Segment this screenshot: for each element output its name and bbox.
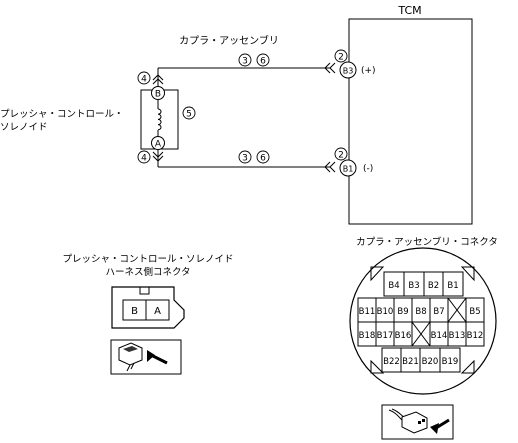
pin-cell-b9: B9 bbox=[397, 307, 408, 317]
pin-cell-b17: B17 bbox=[377, 331, 394, 341]
harness-title-line1: プレッシャ・コントロール・ソレノイド bbox=[62, 254, 233, 265]
svg-text:B3: B3 bbox=[343, 67, 354, 76]
pin-cell-b11: B11 bbox=[359, 307, 376, 317]
pin-cell-b2: B2 bbox=[428, 281, 439, 291]
svg-text:2: 2 bbox=[338, 53, 344, 63]
coil-icon bbox=[157, 108, 162, 131]
pin-cell-b20: B20 bbox=[422, 357, 439, 367]
pin-cell-b7: B7 bbox=[433, 307, 444, 317]
pin-b3: B3 bbox=[339, 61, 357, 79]
svg-text:2: 2 bbox=[338, 151, 344, 161]
pin-cell-b21: B21 bbox=[402, 357, 419, 367]
solenoid-label-line1: プレッシャ・コントロール・ bbox=[0, 109, 124, 120]
solenoid-label-line2: ソレノイド bbox=[0, 122, 48, 133]
pin-b1: B1 bbox=[339, 159, 357, 177]
svg-text:3: 3 bbox=[242, 154, 248, 164]
svg-text:B1: B1 bbox=[343, 165, 354, 174]
terminal-chevron-sol-top-icon bbox=[152, 74, 164, 85]
terminal-chevron-b3-icon bbox=[324, 62, 336, 74]
pin-cell-b10: B10 bbox=[377, 307, 394, 317]
marker-6-top: 6 bbox=[256, 53, 270, 67]
svg-text:3: 3 bbox=[242, 57, 248, 67]
marker-4-top: 4 bbox=[137, 71, 151, 85]
svg-text:B: B bbox=[155, 90, 161, 100]
marker-2-top: 2 bbox=[334, 49, 348, 63]
terminal-chevron-sol-bottom-icon bbox=[152, 151, 164, 162]
tcm-title: TCM bbox=[397, 4, 421, 17]
harness-connector: B A bbox=[111, 286, 185, 329]
polarity-plus: (+) bbox=[361, 66, 376, 76]
pin-cell-b3: B3 bbox=[408, 281, 419, 291]
pin-cell-b18: B18 bbox=[359, 331, 376, 341]
polarity-minus: (-) bbox=[363, 164, 373, 174]
coupler-connector-illustration-icon bbox=[381, 404, 454, 440]
pin-cell-b22: B22 bbox=[383, 357, 400, 367]
svg-text:6: 6 bbox=[260, 57, 266, 67]
pin-cell-b12: B12 bbox=[467, 331, 484, 341]
svg-text:6: 6 bbox=[260, 154, 266, 164]
pin-cell-b19: B19 bbox=[442, 357, 459, 367]
svg-text:5: 5 bbox=[186, 110, 192, 120]
pin-cell-b14: B14 bbox=[431, 331, 448, 341]
svg-text:4: 4 bbox=[141, 154, 147, 164]
svg-text:A: A bbox=[155, 140, 162, 150]
harness-title-line2: ハーネス側コネクタ bbox=[105, 266, 190, 278]
terminal-a: A bbox=[151, 136, 165, 150]
harness-cell-a: A bbox=[154, 306, 161, 317]
terminal-b: B bbox=[151, 86, 165, 100]
harness-connector-illustration-icon bbox=[110, 339, 182, 375]
marker-3-top: 3 bbox=[238, 53, 252, 67]
pin-cell-b16: B16 bbox=[395, 331, 412, 341]
marker-5: 5 bbox=[182, 106, 196, 120]
coupler-connector: B4 B3 B2 B1 B11 B10 B9 B8 B7 B5 B18 B17 … bbox=[349, 247, 497, 395]
marker-3-bottom: 3 bbox=[238, 150, 252, 164]
coupler-connector-title: カプラ・アッセンブリ・コネクタ bbox=[356, 236, 498, 248]
coupler-label: カプラ・アッセンブリ bbox=[179, 34, 279, 47]
pin-cell-b13: B13 bbox=[449, 331, 466, 341]
pin-cell-b5: B5 bbox=[469, 307, 480, 317]
pin-cell-b1: B1 bbox=[447, 281, 458, 291]
marker-6-bottom: 6 bbox=[256, 150, 270, 164]
terminal-chevron-b1-icon bbox=[324, 161, 336, 173]
marker-2-bottom: 2 bbox=[334, 147, 348, 161]
tcm-box bbox=[348, 18, 473, 225]
marker-4-bottom: 4 bbox=[137, 150, 151, 164]
harness-cell-b: B bbox=[131, 306, 138, 317]
pin-cell-b4: B4 bbox=[388, 281, 399, 291]
svg-text:4: 4 bbox=[141, 75, 147, 85]
pin-cell-b8: B8 bbox=[415, 307, 426, 317]
